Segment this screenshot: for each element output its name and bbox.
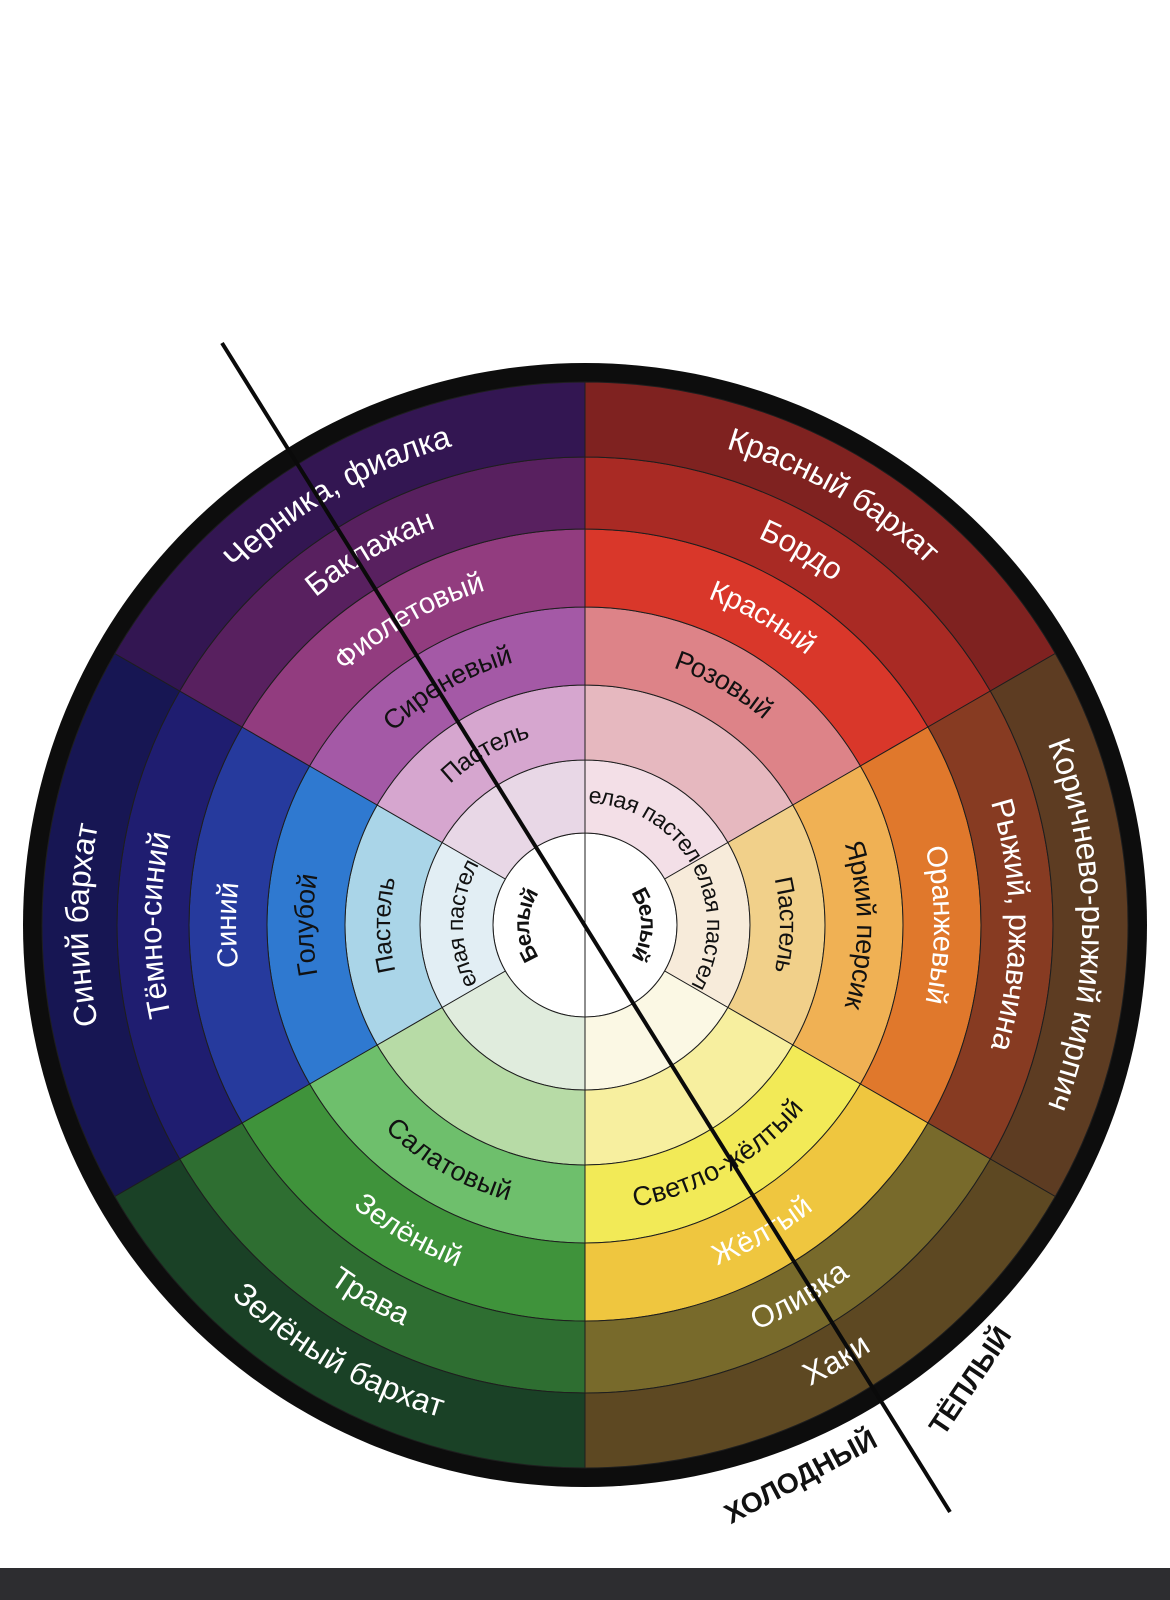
wheel-segments bbox=[41, 381, 1129, 1469]
segment-label: Голубой bbox=[289, 871, 323, 978]
bottom-bar bbox=[0, 1568, 1170, 1600]
segment-label: Пастель bbox=[769, 874, 802, 976]
segment-label: Синий bbox=[211, 881, 245, 970]
wheel-segment bbox=[114, 381, 586, 692]
segment-label: Пастель bbox=[368, 874, 401, 976]
cold-warm-divider-line bbox=[220, 341, 952, 1514]
